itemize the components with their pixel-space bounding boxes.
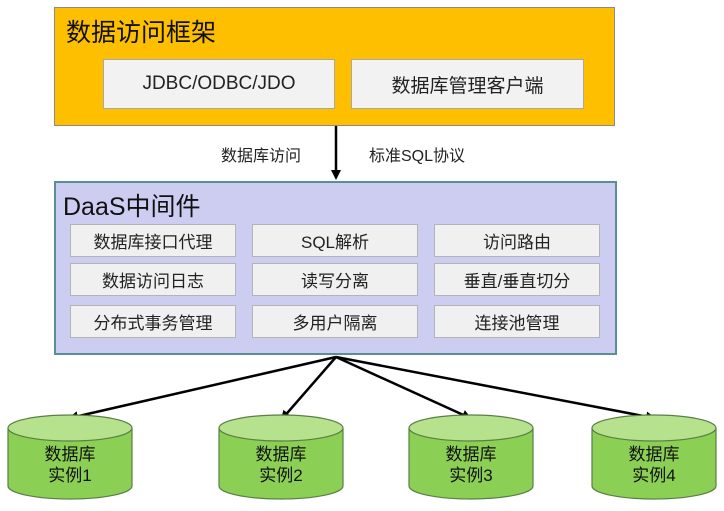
- database-label-1-line2: 实例1: [48, 466, 92, 485]
- database-label-2: 数据库 实例2: [231, 444, 331, 486]
- database-label-4-line1: 数据库: [628, 445, 680, 464]
- database-cylinder-1: [7, 414, 133, 500]
- label-db-access: 数据库访问: [221, 148, 302, 165]
- label-standard-sql: 标准SQL协议: [369, 148, 466, 165]
- daas-cell-multi-user-isolation: 多用户隔离: [252, 305, 418, 338]
- framework-title: 数据访问框架: [66, 19, 217, 47]
- database-label-4-line2: 实例4: [632, 466, 676, 485]
- database-cylinder-2: [218, 414, 344, 500]
- arrow-to-db3: [335, 355, 472, 420]
- arrow-to-db1: [68, 355, 337, 422]
- framework-item-jdbc: JDBC/ODBC/JDO: [103, 59, 335, 109]
- arrow-to-db4: [335, 355, 656, 422]
- daas-cell-interface-proxy: 数据库接口代理: [70, 224, 236, 257]
- database-label-3-line1: 数据库: [445, 445, 497, 464]
- database-label-3-line2: 实例3: [449, 466, 493, 485]
- daas-cell-access-routing: 访问路由: [434, 224, 600, 257]
- database-cylinder-4: [591, 414, 717, 500]
- database-label-2-line1: 数据库: [255, 445, 307, 464]
- database-label-1-line1: 数据库: [44, 445, 96, 464]
- database-label-2-line2: 实例2: [259, 466, 303, 485]
- database-label-4: 数据库 实例4: [604, 444, 704, 486]
- daas-cell-connection-pool: 连接池管理: [434, 305, 600, 338]
- daas-title: DaaS中间件: [63, 193, 201, 221]
- daas-cell-access-log: 数据访问日志: [70, 263, 236, 296]
- daas-cell-distributed-tx: 分布式事务管理: [70, 305, 236, 338]
- arrow-to-db2: [280, 356, 337, 421]
- daas-cell-sql-parse: SQL解析: [252, 224, 418, 257]
- daas-cell-read-write-split: 读写分离: [252, 263, 418, 296]
- database-cylinder-3: [408, 414, 534, 500]
- database-label-1: 数据库 实例1: [20, 444, 120, 486]
- framework-item-db-client: 数据库管理客户端: [351, 59, 584, 109]
- daas-cell-vertical-split: 垂直/垂直切分: [434, 263, 600, 296]
- database-label-3: 数据库 实例3: [421, 444, 521, 486]
